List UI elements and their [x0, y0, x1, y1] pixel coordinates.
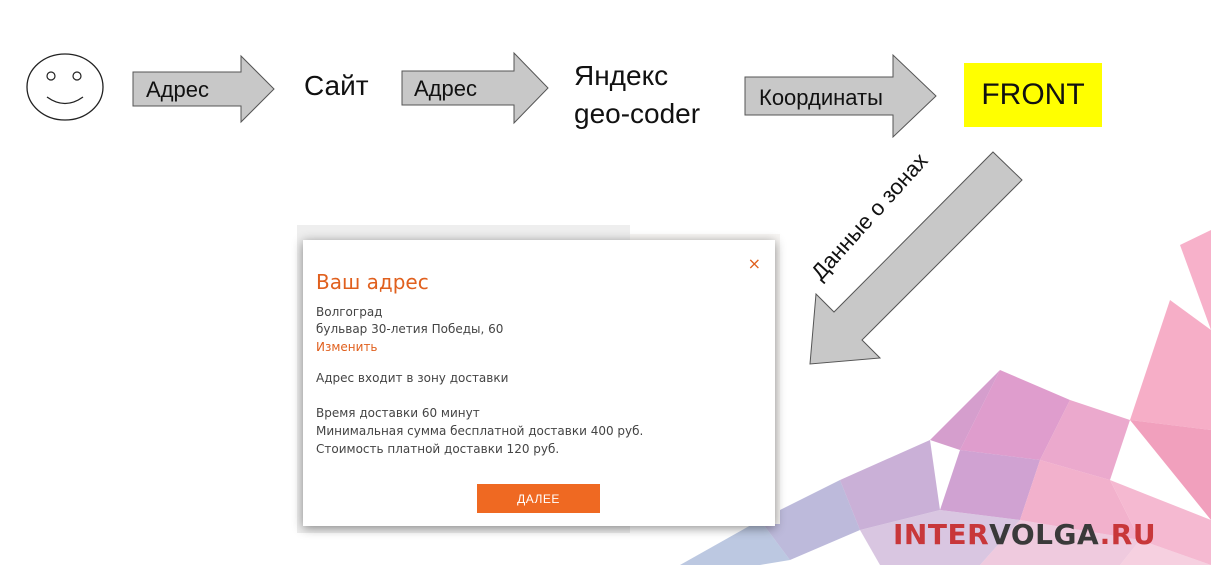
- arrow-zone-data: [809, 151, 1023, 365]
- node-geocoder-line2: geo-coder: [574, 98, 701, 129]
- arrow-coordinates: [744, 53, 937, 139]
- node-geocoder-line1: Яндекс: [574, 60, 669, 91]
- arrow-address-1: [132, 54, 275, 124]
- delivery-time: Время доставки 60 минут: [316, 406, 480, 420]
- brand-logo: INTERVOLGA.RU: [893, 518, 1156, 551]
- node-front: FRONT: [964, 63, 1102, 127]
- smiley-face-icon: [26, 53, 104, 121]
- paid-delivery-cost: Стоимость платной доставки 120 руб.: [316, 442, 560, 456]
- next-button[interactable]: ДАЛЕЕ: [477, 484, 600, 513]
- address-street: бульвар 30-летия Победы, 60: [316, 322, 504, 336]
- brand-part-2: VOLGA: [989, 518, 1100, 551]
- arrow3-label: Координаты: [759, 85, 883, 110]
- node-site: Сайт: [304, 70, 369, 101]
- address-modal: Ваш адрес × Волгоград бульвар 30-летия П…: [303, 240, 775, 526]
- arrow-address-2: [401, 51, 549, 125]
- arrow2-label: Адрес: [414, 76, 477, 101]
- zone-status: Адрес входит в зону доставки: [316, 371, 509, 385]
- address-city: Волгоград: [316, 305, 383, 319]
- arrow1-label: Адрес: [146, 77, 209, 102]
- change-address-link[interactable]: Изменить: [316, 340, 378, 354]
- brand-part-1: INTER: [893, 518, 990, 551]
- close-icon[interactable]: ×: [747, 254, 761, 273]
- brand-part-3: .RU: [1099, 518, 1157, 551]
- modal-title: Ваш адрес: [316, 270, 429, 294]
- min-free-delivery: Минимальная сумма бесплатной доставки 40…: [316, 424, 644, 438]
